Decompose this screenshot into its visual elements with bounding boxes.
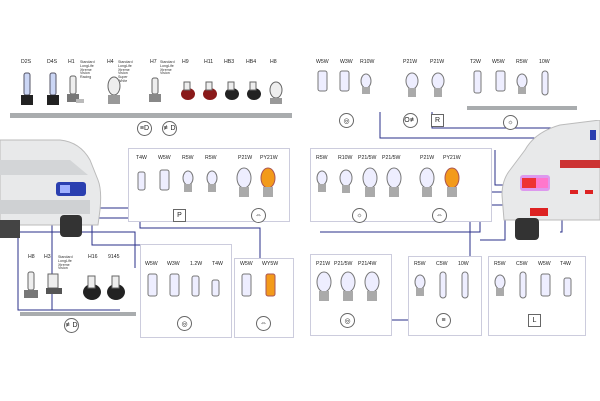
label-c5w-boot: C5W [516,261,528,267]
label-c5w-lp: C5W [436,261,448,267]
label-w5w-c: W5W [492,59,505,65]
note-h1-variants: Standard LongLife Xtreme Vision Racing [80,60,95,80]
repeater-bulb-images [241,273,276,297]
rear-indicator-icon: ⇔ [432,208,447,223]
label-r10w-r: R10W [338,155,353,161]
label-10w-lp: 10W [458,261,469,267]
label-p21w-b: P21W [430,59,445,65]
label-r5w-m2: R5W [205,155,217,161]
label-12w-bl: 1.2W [190,261,203,267]
label-h3-b: H3 [44,254,51,260]
interior-light-icon: ◎ [339,113,354,128]
reverse-bulb-images [405,72,445,97]
fog-bulbs-bar [20,312,136,316]
label-w5w-boot: W5W [538,261,551,267]
headlamp-bulb-images [21,72,283,105]
label-10w-c: 10W [539,59,550,65]
indicator-icon: ⇔ [251,208,266,223]
note-h4-variants: Standard LongLife Xtreme Vision Super Wh… [118,60,133,83]
headlamp-bulbs-panel [10,50,292,120]
stop-lamp-icon: ◎ [340,313,355,328]
label-p21w-r: P21W [420,155,435,161]
label-p214w-br: P21/4W [358,261,377,267]
stop-lamp-bulb-images [316,271,380,301]
rear-lamp-bulb-images [316,167,460,197]
misc-bulb-images [473,70,549,96]
label-h9: H9 [182,59,189,65]
label-wy5w-rep: WY5W [262,261,279,267]
misc-bulbs-bar [467,106,577,110]
label-p21w-br: P21W [316,261,331,267]
reverse-icon: R [431,114,444,127]
label-p215w-r1: P21/5W [358,155,377,161]
label-t4w-boot: T4W [560,261,571,267]
car-rear-image [501,120,600,240]
license-plate-icon: ≡ [436,313,451,328]
low-beam-icon: ≡D [137,121,152,136]
label-r5w-boot: R5W [494,261,506,267]
label-h1: H1 [68,59,75,65]
dashboard-bulb-images [147,273,220,297]
note-fog-variants: Standard LongLife Xtreme Vision [58,255,73,271]
label-t4w-bl: T4W [212,261,223,267]
label-h8-b: H8 [28,254,35,260]
label-d2s: D2S [21,59,32,65]
front-fog-icon: ≢D [162,121,177,136]
label-py21w-m: PY21W [260,155,278,161]
label-p215w-r2: P21/5W [382,155,401,161]
boot-icon: L [528,314,541,327]
label-hb4: HB4 [246,59,257,65]
brake-light-icon: ☼ [352,208,367,223]
label-w3w-bl: W3W [167,261,180,267]
car-front-image [0,139,102,238]
label-w5w-a: W5W [316,59,329,65]
repeater-indicator-icon: ⇔ [256,316,271,331]
label-hb3: HB3 [224,59,235,65]
label-p21w-m: P21W [238,155,253,161]
side-bulb-images [137,167,276,197]
rear-lamp-panel [310,148,492,222]
label-t4w: T4W [136,155,147,161]
fog-bulb-images [24,271,125,300]
label-w5w-rep: W5W [240,261,253,267]
label-r5w-lp: R5W [414,261,426,267]
label-p215w-br: P21/5W [334,261,353,267]
label-w3w-a: W3W [340,59,353,65]
label-w5w-bl: W5W [145,261,158,267]
headlamp-bulbs-bar [10,113,292,118]
boot-lamp-bulb-images [494,271,572,299]
label-h16-b: H16 [88,254,98,260]
front-fog-icon-b: ≢D [64,318,79,333]
boot-light-icon: ☼ [503,115,518,130]
side-light-icon: P [173,209,186,222]
label-d4s: D4S [47,59,58,65]
label-t2w: T2W [470,59,481,65]
label-9145-b: 9145 [108,254,120,260]
label-r5w-c: R5W [516,59,528,65]
label-h7: H7 [150,59,157,65]
label-h11: H11 [204,59,214,65]
label-h4: H4 [107,59,114,65]
label-w5w-m: W5W [158,155,171,161]
fog-rear-icon: O≢ [403,113,418,128]
label-r5w-m1: R5W [182,155,194,161]
label-r10w-a: R10W [360,59,375,65]
dash-light-icon: ◎ [177,316,192,331]
label-h8: H8 [270,59,277,65]
note-h7-variants: Standard LongLife Xtreme Vision [160,60,175,76]
label-r5w-r: R5W [316,155,328,161]
label-py21w-r: PY21W [443,155,461,161]
interior-bulb-images [317,70,372,94]
label-p21w-a: P21W [403,59,418,65]
license-plate-bulb-images [414,271,469,299]
